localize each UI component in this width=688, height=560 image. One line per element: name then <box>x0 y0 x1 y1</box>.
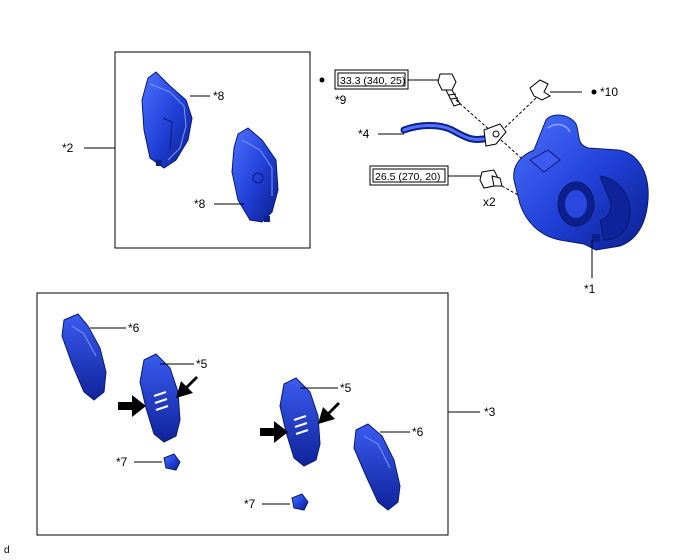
mark-10-dot <box>591 89 597 95</box>
label-l10: *10 <box>600 85 618 99</box>
shim-kit-box <box>36 292 449 536</box>
shim-inner-right <box>279 377 321 467</box>
label-l9: *9 <box>335 93 347 107</box>
brake-pad-upper <box>141 71 193 169</box>
label-l2: *2 <box>62 141 74 155</box>
torque-box-1: 33.3 (340, 25) <box>334 69 409 90</box>
bolt-lower <box>479 169 503 189</box>
arrow-right-diagonal <box>318 402 340 424</box>
footer-mark: d <box>4 545 10 556</box>
brake-caliper <box>513 114 649 251</box>
bolt-upper <box>437 73 461 107</box>
label-l1: *1 <box>584 282 596 296</box>
pad-kit-box <box>114 51 311 249</box>
clip-part <box>529 79 551 101</box>
arrow-left-diagonal <box>176 376 198 398</box>
label-l8a: *8 <box>213 89 225 103</box>
label-l7a: *7 <box>116 455 128 469</box>
label-l7b: *7 <box>244 497 256 511</box>
brake-pad-lower <box>231 127 279 223</box>
label-l5a: *5 <box>196 357 208 371</box>
label-l5b: *5 <box>340 381 352 395</box>
shim-outer-left <box>61 313 107 401</box>
mark-9-dot <box>319 77 325 83</box>
label-l3: *3 <box>484 405 496 419</box>
label-l6a: *6 <box>128 321 140 335</box>
shim-outer-right <box>353 423 401 511</box>
arrow-left-horizontal <box>118 395 146 417</box>
torque-value-2: 26.5 (270, 20) <box>375 171 440 183</box>
arrow-right-horizontal <box>260 421 288 443</box>
brake-hose <box>400 122 507 147</box>
torque-value-1: 33.3 (340, 25) <box>340 75 405 87</box>
torque-box-2: 26.5 (270, 20) <box>369 165 449 186</box>
label-l4: *4 <box>358 127 370 141</box>
label-l8b: *8 <box>194 197 206 211</box>
dash-bolt-upper <box>455 99 529 165</box>
label-x2: x2 <box>483 195 496 209</box>
clip-right <box>291 493 309 511</box>
shim-inner-left <box>139 353 181 443</box>
label-l6b: *6 <box>412 425 424 439</box>
clip-left <box>163 453 181 471</box>
